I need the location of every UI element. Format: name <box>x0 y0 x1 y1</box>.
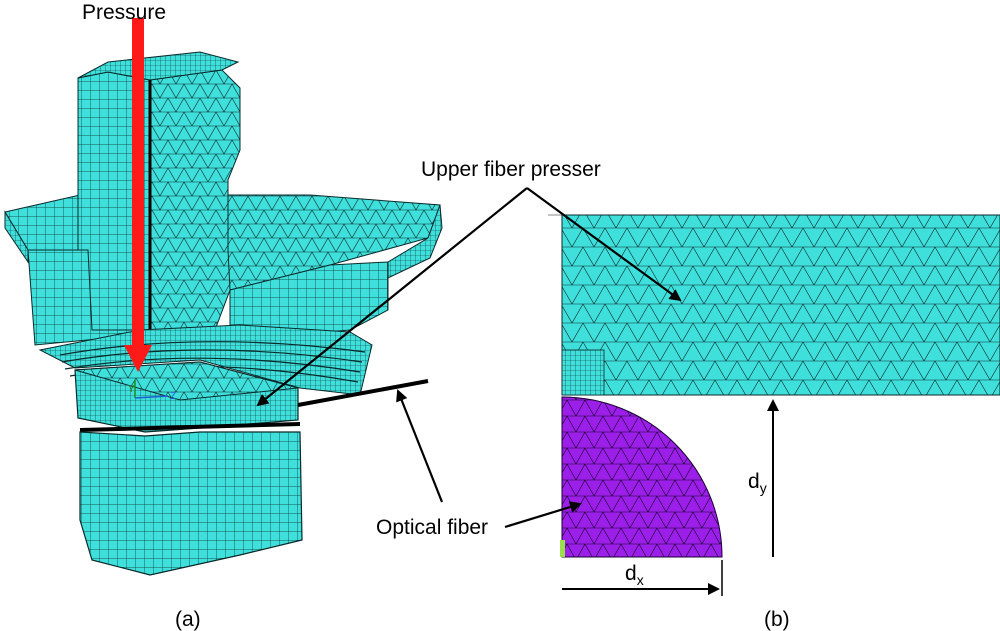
upper-presser-section <box>561 214 1000 396</box>
axis-triad: Y Z <box>128 380 176 402</box>
arrow-to-presser-2d <box>526 187 682 302</box>
dimension-dx <box>562 560 723 596</box>
refined-mesh-patch <box>561 349 605 396</box>
upper-fiber-presser-label: Upper fiber presser <box>421 158 601 181</box>
arrow-to-presser-3d <box>256 187 528 407</box>
cross-section-2d <box>548 214 1000 558</box>
optical-fiber-strand <box>297 379 429 407</box>
dx-label: dx <box>625 562 644 588</box>
plunger-stem-right <box>149 69 241 331</box>
optical-fiber-quarter-section <box>561 396 723 558</box>
arrow-to-fiber-2d <box>504 501 582 529</box>
fe-model-3d: Y Z <box>4 18 443 576</box>
callout-arrows <box>256 187 682 529</box>
presser-top-face <box>74 361 299 401</box>
axis-y-label: Y <box>128 384 135 395</box>
panel-a-label: (a) <box>175 608 201 631</box>
plunger-top <box>77 51 240 81</box>
arrow-to-fiber-3d <box>396 389 444 503</box>
panel-b-label: (b) <box>764 608 790 631</box>
dy-label: dy <box>748 470 767 496</box>
axis-z-label: Z <box>170 391 176 402</box>
optical-fiber-label: Optical fiber <box>376 516 488 539</box>
lower-fiber-presser-block <box>79 431 303 576</box>
pressure-label: Pressure <box>82 1 166 24</box>
flange-left-front <box>4 210 29 264</box>
pressure-arrow <box>124 18 152 372</box>
